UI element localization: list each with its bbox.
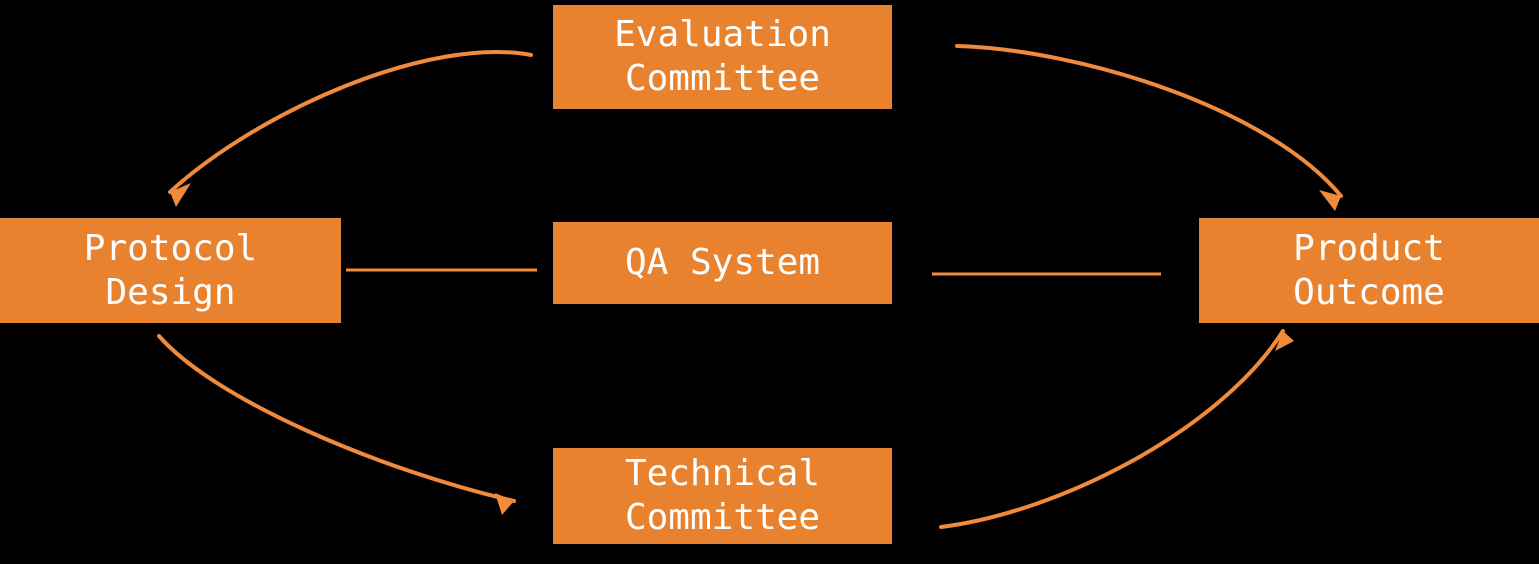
arrowhead-icon: [1319, 190, 1341, 211]
node-label: Product Outcome: [1293, 227, 1445, 313]
node-technical-committee[interactable]: Technical Committee: [553, 448, 892, 544]
arrowhead-icon: [170, 183, 191, 207]
arrowhead-icon: [1275, 331, 1294, 351]
arrowhead-icon: [495, 493, 514, 515]
node-product-outcome[interactable]: Product Outcome: [1199, 218, 1539, 323]
edge-path: [939, 329, 1285, 529]
node-evaluation-committee[interactable]: Evaluation Committee: [553, 5, 892, 109]
edge-technical-to-product: [939, 329, 1294, 529]
edge-evaluation-to-protocol: [168, 50, 533, 207]
node-label: Evaluation Committee: [614, 14, 831, 99]
node-protocol-design[interactable]: Protocol Design: [0, 218, 341, 323]
edge-evaluation-to-product: [955, 44, 1343, 211]
node-qa-system[interactable]: QA System: [553, 222, 892, 304]
node-label: Technical Committee: [624, 453, 821, 538]
edge-path: [955, 44, 1343, 198]
edge-protocol-to-technical: [157, 334, 516, 515]
node-label: QA System: [624, 242, 821, 283]
edge-path: [168, 50, 533, 194]
node-label: Protocol Design: [83, 227, 258, 313]
edge-path: [157, 334, 516, 503]
